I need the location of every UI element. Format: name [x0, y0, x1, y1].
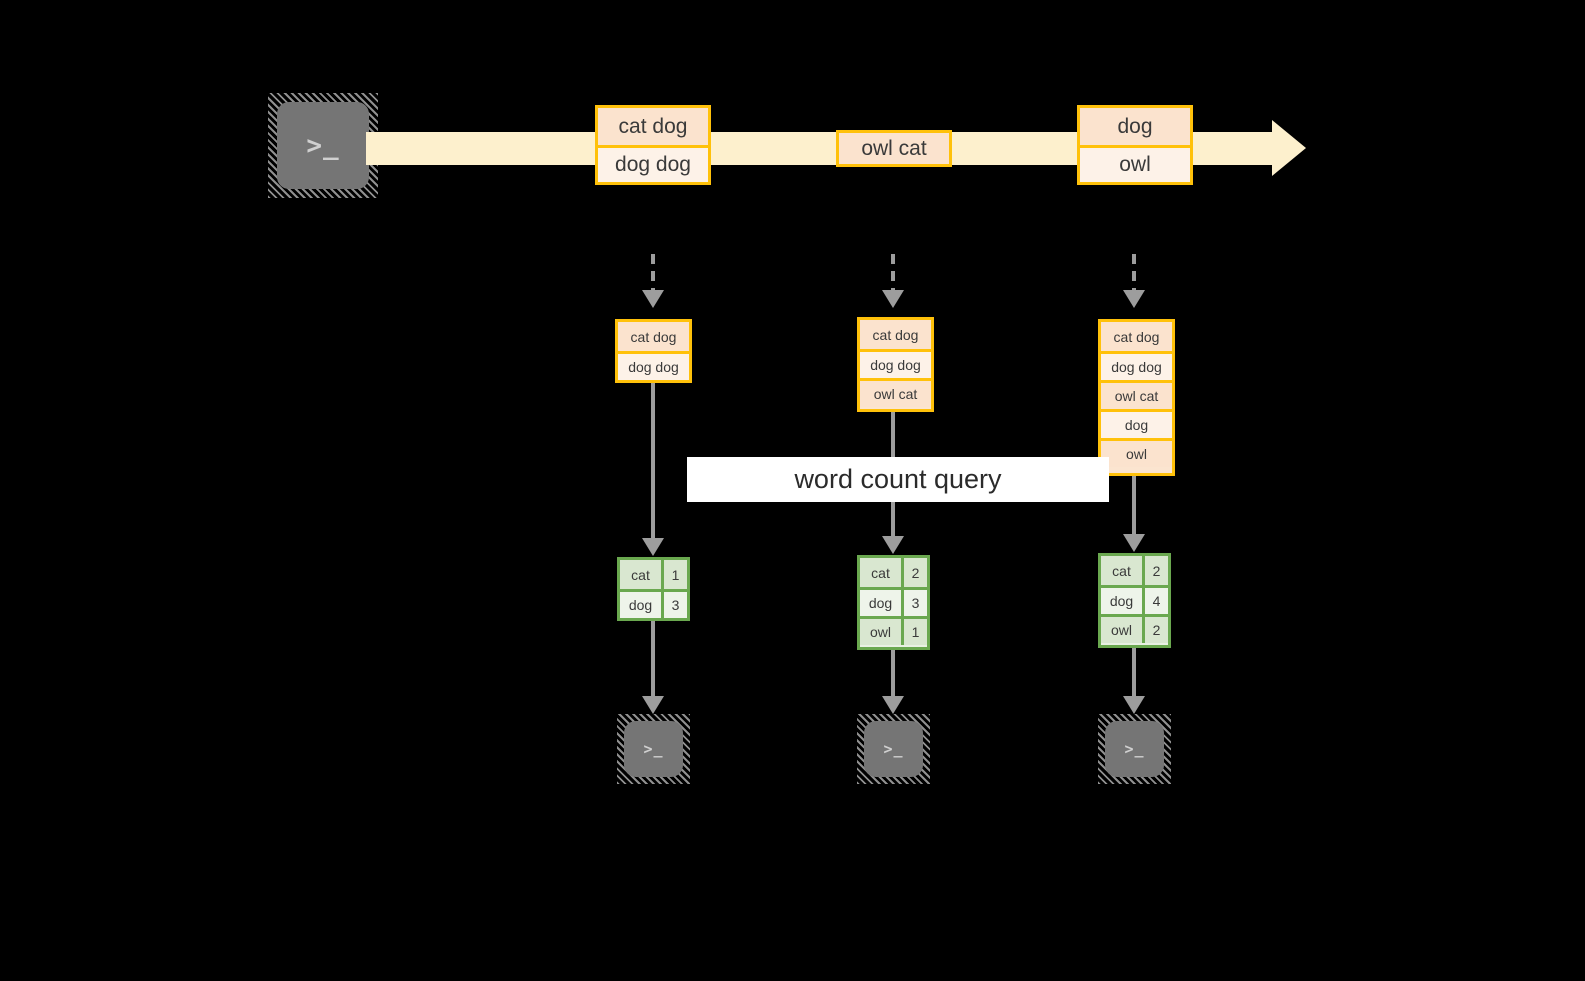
table-row: owl 2 — [1101, 614, 1168, 643]
stream-record-line: cat dog — [598, 108, 708, 145]
snapshot-input-line: owl cat — [860, 378, 931, 407]
sink-terminal-body — [624, 721, 683, 777]
sink-terminal-prompt-glyph: >_ — [643, 739, 664, 758]
result-count-cell: 3 — [664, 592, 687, 618]
snapshot-input-line: cat dog — [1101, 322, 1172, 351]
snapshot-input-line: cat dog — [618, 322, 689, 351]
sink-terminal-prompt-glyph: >_ — [883, 739, 904, 758]
source-terminal-prompt-glyph: >_ — [306, 130, 340, 161]
snapshot-input-line: owl cat — [1101, 380, 1172, 409]
sink-terminal-prompt-glyph: >_ — [1124, 739, 1145, 758]
snapshot-3-query-arrowhead — [1123, 534, 1145, 552]
snapshot-input-line: dog — [1101, 409, 1172, 438]
sink-terminal-body — [1105, 721, 1164, 777]
snapshot-input-line: dog dog — [618, 351, 689, 380]
table-row: dog 4 — [1101, 585, 1168, 614]
snapshot-3-result-table: cat 2 dog 4 owl 2 — [1098, 553, 1171, 648]
table-row: dog 3 — [860, 587, 927, 616]
result-word-cell: cat — [620, 560, 664, 589]
table-row: owl 1 — [860, 616, 927, 645]
snapshot-1-query-line — [651, 383, 655, 538]
snapshot-1-query-arrowhead — [642, 538, 664, 556]
snapshot-input-line: cat dog — [860, 320, 931, 349]
snapshot-2-sink-terminal-icon: >_ — [857, 714, 930, 784]
snapshot-3-input-stack: cat dog dog dog owl cat dog owl — [1098, 319, 1175, 476]
stream-record-2: owl cat — [836, 130, 952, 167]
snapshot-3-sink-line — [1132, 648, 1136, 696]
snapshot-3-tap-arrowhead — [1123, 290, 1145, 308]
snapshot-input-line: dog dog — [860, 349, 931, 378]
result-count-cell: 1 — [664, 560, 687, 589]
result-word-cell: owl — [1101, 617, 1145, 643]
result-count-cell: 3 — [904, 590, 927, 616]
stream-record-1: cat dog dog dog — [595, 105, 711, 185]
result-count-cell: 2 — [904, 558, 927, 587]
table-row: cat 2 — [1101, 556, 1168, 585]
snapshot-3-sink-arrowhead — [1123, 696, 1145, 714]
snapshot-1-sink-arrowhead — [642, 696, 664, 714]
result-word-cell: dog — [620, 592, 664, 618]
snapshot-3-query-line — [1132, 476, 1136, 534]
result-count-cell: 1 — [904, 619, 927, 645]
result-count-cell: 2 — [1145, 617, 1168, 643]
result-word-cell: dog — [1101, 588, 1145, 614]
result-count-cell: 2 — [1145, 556, 1168, 585]
snapshot-2-query-arrowhead — [882, 536, 904, 554]
stream-band-arrowhead — [1272, 120, 1306, 176]
table-row: cat 2 — [860, 558, 927, 587]
snapshot-2-tap-line — [891, 254, 895, 292]
snapshot-1-tap-arrowhead — [642, 290, 664, 308]
snapshot-2-input-stack: cat dog dog dog owl cat — [857, 317, 934, 412]
query-label: word count query — [687, 457, 1109, 502]
result-word-cell: owl — [860, 619, 904, 645]
snapshot-2-sink-line — [891, 650, 895, 696]
result-word-cell: cat — [860, 558, 904, 587]
snapshot-2-result-table: cat 2 dog 3 owl 1 — [857, 555, 930, 650]
stream-record-line: owl cat — [839, 133, 949, 164]
stream-record-line: dog — [1080, 108, 1190, 145]
snapshot-2-tap-arrowhead — [882, 290, 904, 308]
snapshot-1-sink-terminal-icon: >_ — [617, 714, 690, 784]
table-row: dog 3 — [620, 589, 687, 618]
source-terminal-body — [277, 102, 369, 189]
snapshot-input-line: dog dog — [1101, 351, 1172, 380]
stream-record-line: owl — [1080, 145, 1190, 182]
snapshot-1-tap-line — [651, 254, 655, 292]
snapshot-3-tap-line — [1132, 254, 1136, 292]
sink-terminal-body — [864, 721, 923, 777]
snapshot-2-sink-arrowhead — [882, 696, 904, 714]
stream-record-line: dog dog — [598, 145, 708, 182]
table-row: cat 1 — [620, 560, 687, 589]
result-word-cell: dog — [860, 590, 904, 616]
snapshot-input-line: owl — [1101, 438, 1172, 467]
snapshot-1-input-stack: cat dog dog dog — [615, 319, 692, 383]
source-terminal-icon: >_ — [268, 93, 378, 198]
snapshot-1-result-table: cat 1 dog 3 — [617, 557, 690, 621]
snapshot-3-sink-terminal-icon: >_ — [1098, 714, 1171, 784]
result-word-cell: cat — [1101, 556, 1145, 585]
snapshot-1-sink-line — [651, 621, 655, 696]
result-count-cell: 4 — [1145, 588, 1168, 614]
stream-record-3: dog owl — [1077, 105, 1193, 185]
